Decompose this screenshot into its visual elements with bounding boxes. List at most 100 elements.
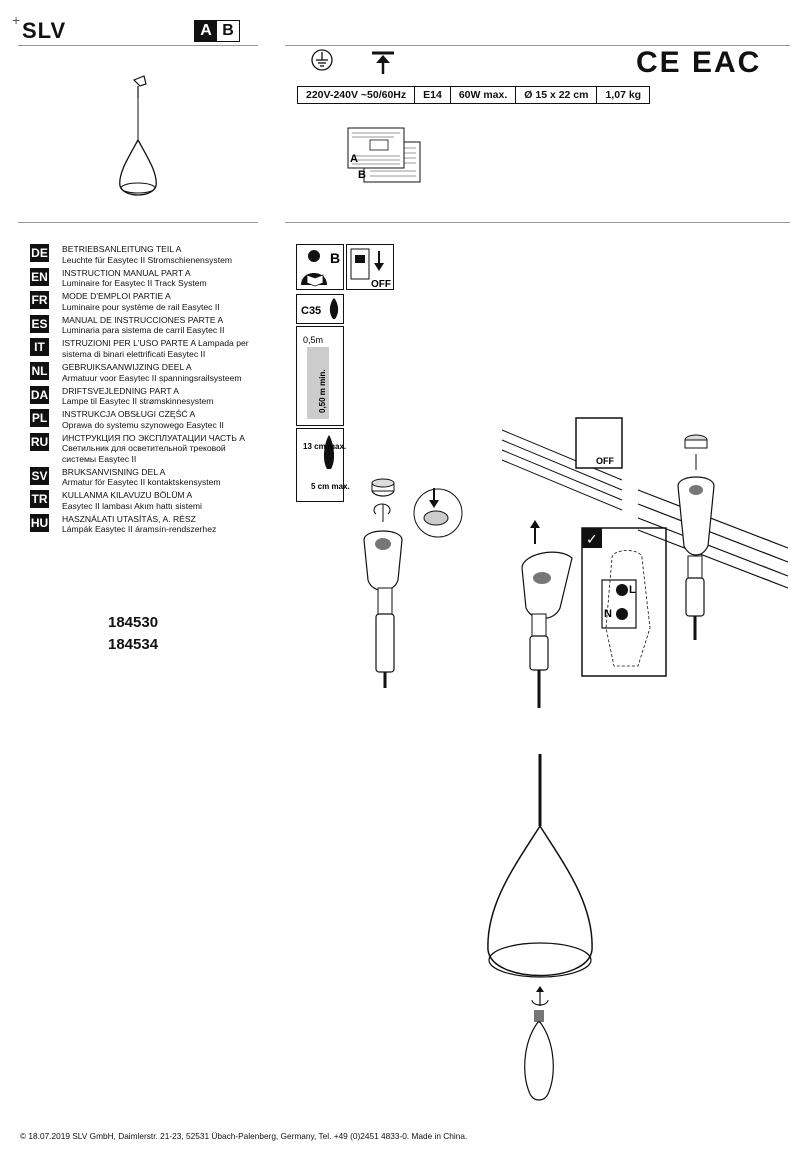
language-subtitle: Luminaire pour système de rail Easytec I… bbox=[62, 301, 220, 312]
wiring-check-icon: ✓ bbox=[586, 532, 598, 548]
header-rule-right bbox=[285, 45, 790, 46]
doc-label-a: A bbox=[350, 153, 358, 165]
language-code-badge: TR bbox=[30, 490, 49, 508]
language-title: MODE D'EMPLOI PARTIE A bbox=[62, 291, 171, 301]
length-max-label: 13 cm max. bbox=[303, 442, 346, 451]
logo-plus-icon: + bbox=[12, 12, 22, 28]
section-rule-right bbox=[285, 222, 790, 223]
step1-adapter-illustration bbox=[363, 478, 463, 688]
min-distance-icon: 0,5m 0,50 m min. bbox=[296, 326, 344, 426]
language-subtitle: Oprawa do systemu szynowego Easytec II bbox=[62, 419, 224, 430]
language-title: GEBRUIKSAANWIJZING DEEL A bbox=[62, 362, 192, 372]
section-rule-left bbox=[18, 222, 258, 223]
bulb-size-icon: 13 cm max. 5 cm max. bbox=[296, 428, 350, 502]
spec-power: 60W max. bbox=[451, 87, 517, 103]
spec-table: 220V-240V ~50/60Hz E14 60W max. Ø 15 x 2… bbox=[297, 86, 651, 104]
language-code-badge: FR bbox=[30, 291, 49, 309]
language-title: HASZNÁLATI UTASÍTÁS, A. RÉSZ bbox=[62, 513, 196, 524]
language-subtitle: Luminaire for Easytec II Track System bbox=[62, 278, 207, 288]
ceiling-mount-icon bbox=[372, 51, 394, 74]
step3-installed-illustration bbox=[637, 434, 789, 640]
wiring-live-label: L bbox=[629, 584, 636, 596]
language-title: INSTRUKCJA OBSŁUGI CZĘŚĆ A bbox=[62, 409, 196, 419]
spec-weight: 1,07 kg bbox=[605, 89, 642, 101]
language-subtitle: Lámpák Easytec II áramsín-rendszerhez bbox=[62, 524, 217, 534]
language-subtitle: Светильник для осветительной трековой си… bbox=[62, 443, 226, 464]
language-code-badge: HU bbox=[30, 513, 49, 532]
language-subtitle: Armatur för Easytec II kontaktskensystem bbox=[62, 477, 221, 487]
language-title: ISTRUZIONI PER L'USO PARTE A Lampada per bbox=[62, 338, 249, 348]
spec-voltage: 220V-240V ~50/60Hz bbox=[298, 87, 416, 103]
language-title: INSTRUCTION MANUAL PART A bbox=[62, 267, 191, 278]
language-subtitle: Easytec II lambası Akım hattı sistemi bbox=[62, 500, 202, 511]
read-manual-icon: B bbox=[296, 244, 344, 290]
doc-label-b: B bbox=[358, 169, 366, 181]
footer-copyright: © 18.07.2019 SLV GmbH, Daimlerstr. 21-23… bbox=[20, 1131, 468, 1141]
language-subtitle: sistema di binari elettrificati Easytec … bbox=[62, 348, 206, 359]
manual-documents-icon: A B bbox=[347, 127, 421, 183]
language-code-badge: RU bbox=[30, 432, 49, 451]
language-code-badge: SV bbox=[30, 466, 49, 485]
read-manual-b-label: B bbox=[330, 250, 340, 266]
min-distance-label: 0,50 m min. bbox=[318, 369, 327, 413]
language-subtitle: Lampe til Easytec II strømskinnesystem bbox=[62, 396, 214, 406]
language-text: ISTRUZIONI PER L'USO PARTE A Lampada per… bbox=[62, 338, 249, 359]
pendant-large-illustration bbox=[487, 754, 593, 978]
step2-rail-illustration: OFF ✓ L N bbox=[501, 417, 667, 708]
switch-off-icon: OFF bbox=[346, 244, 394, 290]
part-indicator: A B bbox=[194, 20, 240, 42]
wiring-neutral-label: N bbox=[604, 608, 612, 620]
header-rule-left bbox=[18, 45, 258, 46]
earth-symbol-icon bbox=[311, 49, 333, 71]
language-row-it: IT ISTRUZIONI PER L'USO PARTE A Lampada p… bbox=[30, 338, 260, 361]
spec-dimensions: Ø 15 x 22 cm bbox=[516, 87, 598, 103]
part-a-label: A bbox=[195, 21, 217, 41]
off-label: OFF bbox=[371, 279, 391, 290]
distance-label: 0,5m bbox=[303, 335, 323, 345]
language-code-badge: PL bbox=[30, 409, 49, 427]
language-subtitle: Armatuur voor Easytec II spanningsrailsy… bbox=[62, 372, 242, 383]
part-b-label: B bbox=[217, 21, 239, 41]
language-subtitle: Leuchte für Easytec II Stromschienensyst… bbox=[62, 254, 233, 265]
language-code-badge: DA bbox=[30, 385, 49, 404]
spec-socket: E14 bbox=[415, 87, 451, 103]
language-title: BETRIEBSANLEITUNG TEIL A bbox=[62, 244, 182, 254]
language-code-badge: ES bbox=[30, 314, 49, 333]
certification-marks: CE EAC bbox=[636, 46, 762, 79]
bulb-install-illustration bbox=[524, 986, 554, 1101]
language-code-badge: NL bbox=[30, 362, 49, 380]
language-code-badge: IT bbox=[30, 338, 49, 356]
bulb-type-icon: C35 bbox=[296, 294, 344, 324]
step2-off-label: OFF bbox=[596, 456, 614, 466]
article-number-2: 184534 bbox=[108, 636, 159, 653]
brand-logo: + SLV bbox=[12, 12, 67, 43]
language-title: KULLANMA KILAVUZU BÖLÜM A bbox=[62, 490, 193, 500]
language-code-badge: DE bbox=[30, 244, 49, 262]
article-number-1: 184530 bbox=[108, 614, 159, 631]
language-title: MANUAL DE INSTRUCCIONES PARTE A bbox=[62, 314, 224, 325]
language-title: ИНСТРУКЦИЯ ПО ЭКСПЛУАТАЦИИ ЧАСТЬ А bbox=[62, 432, 245, 443]
language-title: DRIFTSVEJLEDNING PART A bbox=[62, 385, 179, 396]
width-max-label: 5 cm max. bbox=[311, 482, 350, 491]
language-title: BRUKSANVISNING DEL A bbox=[62, 466, 166, 477]
pendant-small-icon bbox=[119, 75, 157, 196]
